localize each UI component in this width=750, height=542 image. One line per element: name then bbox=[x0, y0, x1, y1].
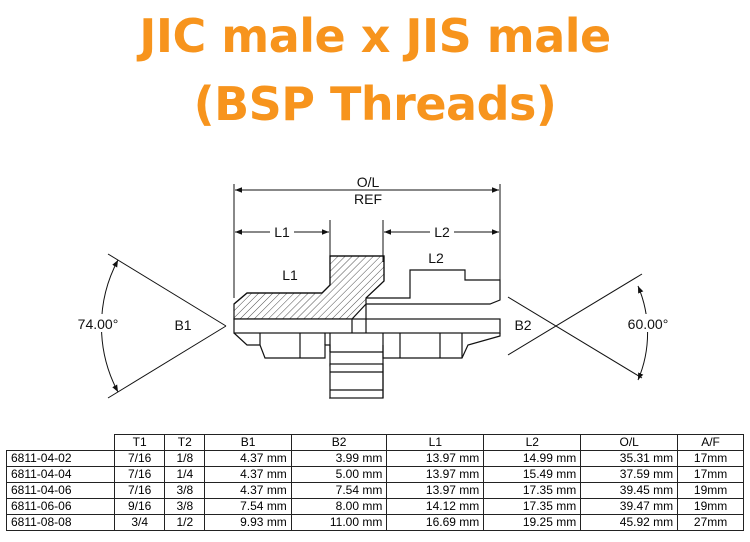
part-number-cell: 6811-04-04 bbox=[5, 466, 116, 483]
right-angle-label: 60.00° bbox=[628, 316, 669, 332]
part-number-cell: 6811-04-02 bbox=[5, 450, 116, 467]
table-cell: 35.31 mm bbox=[580, 450, 679, 467]
table-cell: 17.35 mm bbox=[483, 498, 582, 515]
table-row: 6811-06-06 9/16 3/8 7.54 mm 8.00 mm 14.1… bbox=[5, 498, 744, 515]
table-cell: 17mm bbox=[677, 466, 744, 483]
header-cell bbox=[6, 434, 116, 451]
table-cell: 17mm bbox=[677, 450, 744, 467]
table-cell: 8.00 mm bbox=[290, 498, 388, 515]
table-cell: 17.35 mm bbox=[483, 482, 582, 499]
table-cell: 7/16 bbox=[114, 466, 166, 483]
dimensions-table: T1 T2 B1 B2 L1 L2 O/L A/F 6811-04-02 7/1… bbox=[5, 434, 744, 531]
table-cell: 14.99 mm bbox=[483, 450, 582, 467]
table-cell: 19.25 mm bbox=[483, 514, 582, 531]
header-cell: T2 bbox=[164, 434, 206, 451]
ref-label: REF bbox=[354, 191, 382, 207]
part-number-cell: 6811-04-06 bbox=[5, 482, 116, 499]
header-cell: B1 bbox=[204, 434, 292, 451]
part-number-cell: 6811-06-06 bbox=[5, 498, 116, 515]
fitting-body bbox=[233, 255, 501, 400]
header-cell: L2 bbox=[483, 434, 582, 451]
table-cell: 7.54 mm bbox=[204, 498, 292, 515]
table-cell: 15.49 mm bbox=[483, 466, 582, 483]
l2-label: L2 bbox=[428, 250, 444, 266]
table-cell: 4.37 mm bbox=[204, 450, 292, 467]
table-cell: 1/8 bbox=[164, 450, 206, 467]
part-number-cell: 6811-08-08 bbox=[5, 514, 116, 531]
table-cell: 19mm bbox=[677, 482, 744, 499]
l2-dim-label: L2 bbox=[434, 224, 450, 240]
header-cell: O/L bbox=[580, 434, 679, 451]
table-row: 6811-04-06 7/16 3/8 4.37 mm 7.54 mm 13.9… bbox=[5, 482, 744, 499]
table-cell: 9/16 bbox=[114, 498, 166, 515]
table-cell: 27mm bbox=[677, 514, 744, 531]
table-cell: 7.54 mm bbox=[290, 482, 388, 499]
table-row: 6811-08-08 3/4 1/2 9.93 mm 11.00 mm 16.6… bbox=[5, 514, 744, 531]
header-cell: A/F bbox=[677, 434, 744, 451]
table-cell: 5.00 mm bbox=[290, 466, 388, 483]
b1-label: B1 bbox=[174, 317, 191, 333]
table-cell: 19mm bbox=[677, 498, 744, 515]
table-cell: 37.59 mm bbox=[580, 466, 679, 483]
table-cell: 7/16 bbox=[114, 450, 166, 467]
table-cell: 13.97 mm bbox=[386, 482, 485, 499]
header-cell: L1 bbox=[386, 434, 485, 451]
table-cell: 4.37 mm bbox=[204, 482, 292, 499]
l1-label: L1 bbox=[282, 267, 298, 283]
table-cell: 3/4 bbox=[114, 514, 166, 531]
l1-dimension: L1 bbox=[235, 224, 329, 240]
header-cell: T1 bbox=[114, 434, 166, 451]
table-cell: 1/4 bbox=[164, 466, 206, 483]
left-angle-label: 74.00° bbox=[78, 316, 119, 332]
page-title: JIC male x JIS male bbox=[139, 9, 611, 63]
l1-dim-label: L1 bbox=[274, 224, 290, 240]
table-cell: 45.92 mm bbox=[580, 514, 679, 531]
table-cell: 3/8 bbox=[164, 482, 206, 499]
table-cell: 3.99 mm bbox=[290, 450, 388, 467]
ol-dimension: O/L REF bbox=[235, 174, 499, 207]
table-cell: 39.47 mm bbox=[580, 498, 679, 515]
table-cell: 1/2 bbox=[164, 514, 206, 531]
table-cell: 39.45 mm bbox=[580, 482, 679, 499]
l2-dimension: L2 bbox=[384, 224, 499, 240]
table-cell: 14.12 mm bbox=[386, 498, 485, 515]
table-cell: 11.00 mm bbox=[290, 514, 388, 531]
table-row: 6811-04-02 7/16 1/8 4.37 mm 3.99 mm 13.9… bbox=[5, 450, 744, 467]
table-cell: 13.97 mm bbox=[386, 450, 485, 467]
header-cell: B2 bbox=[290, 434, 388, 451]
table-cell: 16.69 mm bbox=[386, 514, 485, 531]
ol-label: O/L bbox=[357, 174, 380, 190]
right-angle-dimension bbox=[507, 273, 649, 381]
table-cell: 9.93 mm bbox=[204, 514, 292, 531]
table-cell: 13.97 mm bbox=[386, 466, 485, 483]
table-row: 6811-04-04 7/16 1/4 4.37 mm 5.00 mm 13.9… bbox=[5, 466, 744, 483]
table-cell: 3/8 bbox=[164, 498, 206, 515]
table-cell: 4.37 mm bbox=[204, 466, 292, 483]
b2-label: B2 bbox=[514, 317, 531, 333]
table-header-row: T1 T2 B1 B2 L1 L2 O/L A/F bbox=[6, 434, 744, 451]
page-subtitle: (BSP Threads) bbox=[193, 77, 557, 131]
table-cell: 7/16 bbox=[114, 482, 166, 499]
hatched-section bbox=[233, 255, 385, 320]
